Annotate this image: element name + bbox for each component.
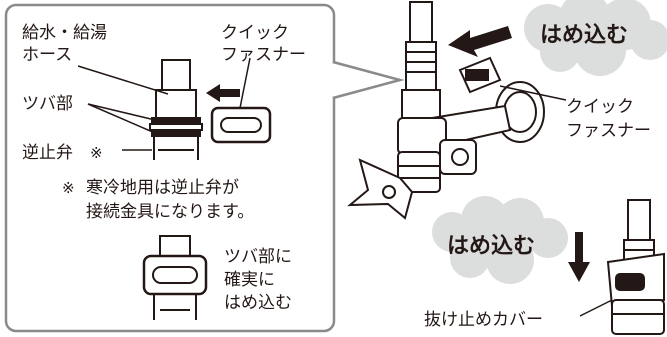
quick-fastener-clip-fitted [142, 254, 208, 296]
check-valve-label: 逆止弁 [22, 143, 73, 163]
supply-hose-top [401, 1, 441, 119]
fit-label-line2: 確実に [224, 270, 275, 290]
callout-pointer [332, 60, 405, 100]
note-mark: ※ [62, 179, 75, 197]
fastener-label-line1: クイック [221, 23, 289, 43]
angle-stop-valve [347, 81, 545, 220]
retaining-cover-label: 抜け止めカバー [424, 310, 543, 330]
note-line2: 接続金具になります。 [86, 202, 254, 222]
flange-label: ツバ部 [22, 94, 73, 114]
hose-leader [77, 65, 169, 95]
hose-fitting-upper [149, 59, 203, 160]
check-valve-mark: ※ [90, 144, 103, 162]
quick-fastener-clip-upper [210, 106, 272, 144]
note-line1: 寒冷地用は逆止弁が [86, 178, 239, 198]
fit-label-line1: ツバ部に [224, 247, 292, 267]
push-arrow-down-icon [568, 232, 590, 282]
cloud-top [524, 0, 667, 76]
push-in-label-bottom: はめ込む [447, 234, 535, 259]
main-fastener-leader [499, 85, 567, 101]
fit-label-line3: はめ込む [224, 293, 292, 313]
flange-leader-a [87, 103, 156, 121]
flange-ring [151, 130, 201, 137]
fastener-label-line2: ファスナー [221, 45, 306, 65]
fastener-leader [239, 57, 251, 109]
hose-upper [161, 59, 191, 91]
quick-fastener-main [458, 56, 502, 94]
cloud-bottom [432, 196, 568, 284]
hose-label-line2: ホース [22, 45, 72, 65]
main-fastener-line1: クイック [566, 97, 634, 117]
push-in-label-top: はめ込む [540, 23, 628, 48]
inset-callout: 給水・給湯 ホース クイック ファスナー ツバ部 逆止弁 ※ ※ 寒冷地用は逆止… [4, 3, 405, 333]
hose-fitting-lower [153, 235, 197, 320]
flange-leader-b [87, 103, 156, 134]
retaining-cover [606, 252, 665, 335]
inset-frame [4, 3, 336, 333]
push-arrow-top-icon [448, 26, 512, 57]
cover-leader [579, 299, 613, 317]
hose-label-line1: 給水・給湯 [22, 23, 107, 43]
arrow-left-icon [206, 84, 240, 102]
main-fastener-line2: ファスナー [566, 121, 651, 141]
